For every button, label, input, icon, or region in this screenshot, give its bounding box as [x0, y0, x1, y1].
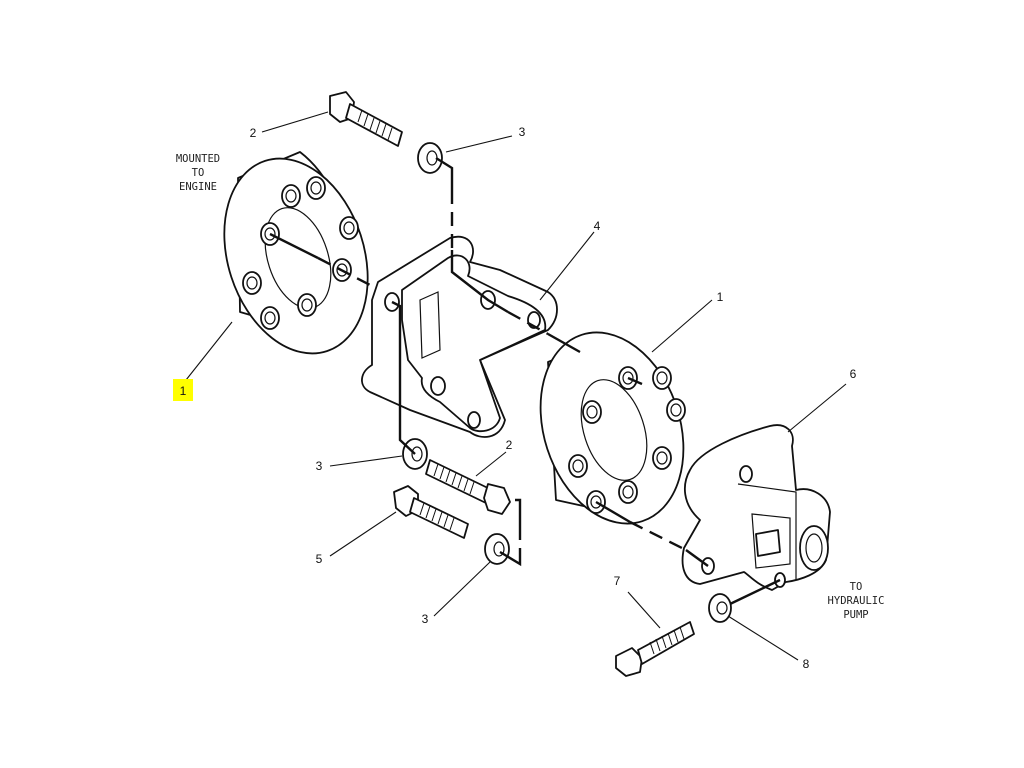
washer-lower — [484, 533, 510, 565]
leader-lines — [185, 111, 847, 661]
pump-note-line-2: HYDRAULIC — [828, 595, 885, 607]
callout-3-mid[interactable]: 3 — [316, 459, 323, 473]
callout-1-right[interactable]: 1 — [717, 290, 724, 304]
callout-4[interactable]: 4 — [594, 219, 601, 233]
callout-2-top[interactable]: 2 — [250, 126, 257, 140]
washer-pump — [708, 593, 732, 623]
callout-3-top[interactable]: 3 — [519, 125, 526, 139]
callout-6[interactable]: 6 — [850, 367, 857, 381]
pump-note: TO HYDRAULIC PUMP — [828, 581, 885, 621]
callout-3-bot[interactable]: 3 — [422, 612, 429, 626]
pump-note-line-1: TO — [850, 581, 863, 593]
left-coupling-flange — [223, 151, 369, 355]
selected-callout-highlight — [173, 379, 193, 401]
engine-note-line-1: MOUNTED — [176, 153, 220, 165]
assembly-path-lines — [269, 156, 781, 606]
bolt-pump — [615, 621, 695, 677]
engine-note-line-3: ENGINE — [179, 181, 217, 193]
callout-1-left[interactable]: 1 — [180, 384, 187, 398]
bolt-middle — [425, 459, 511, 515]
callout-7[interactable]: 7 — [614, 574, 621, 588]
engine-note: MOUNTED TO ENGINE — [176, 153, 220, 193]
callout-2-mid[interactable]: 2 — [506, 438, 513, 452]
pump-hub — [681, 424, 831, 591]
bolt-lower — [393, 485, 469, 539]
center-flex-element — [361, 235, 558, 438]
bolt-top — [329, 91, 403, 147]
right-coupling-flange — [539, 331, 686, 525]
engine-note-line-2: TO — [192, 167, 205, 179]
callout-5[interactable]: 5 — [316, 552, 323, 566]
callout-labels: 1 1 2 2 3 3 3 4 5 6 7 8 — [180, 125, 857, 671]
washer-top — [417, 142, 443, 174]
callout-8[interactable]: 8 — [803, 657, 810, 671]
pump-note-line-3: PUMP — [843, 609, 868, 621]
